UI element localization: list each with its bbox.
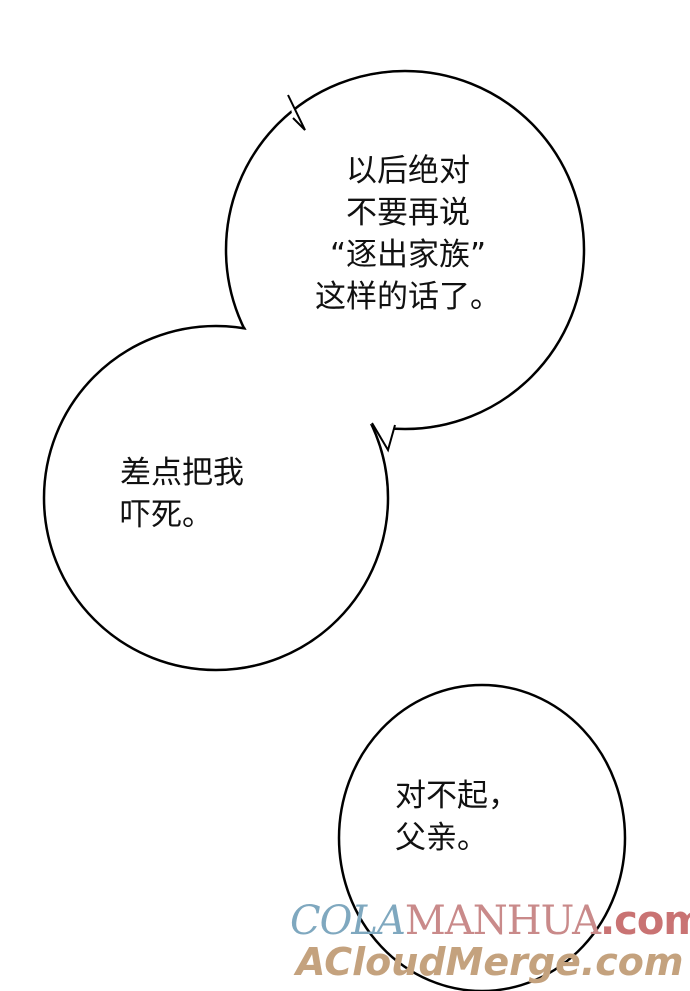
watermark-part: COLA [290, 898, 406, 944]
bubble-text-3: 对不起， 父亲。 [395, 778, 519, 856]
watermark-acloudmerge: ACloudMerge.com [296, 940, 684, 984]
watermark-part: MANHUA [404, 898, 601, 944]
bubble-bottom-right [337, 683, 627, 991]
watermark-colamanhua: COLAMANHUA.com [290, 898, 690, 944]
bubble-text-2: 差点把我 吓死。 [120, 455, 244, 533]
watermark-part: .com [599, 898, 690, 944]
bubble-text-1: 以后绝对 不要再说 “逐出家族” 这样的话了。 [315, 153, 501, 315]
